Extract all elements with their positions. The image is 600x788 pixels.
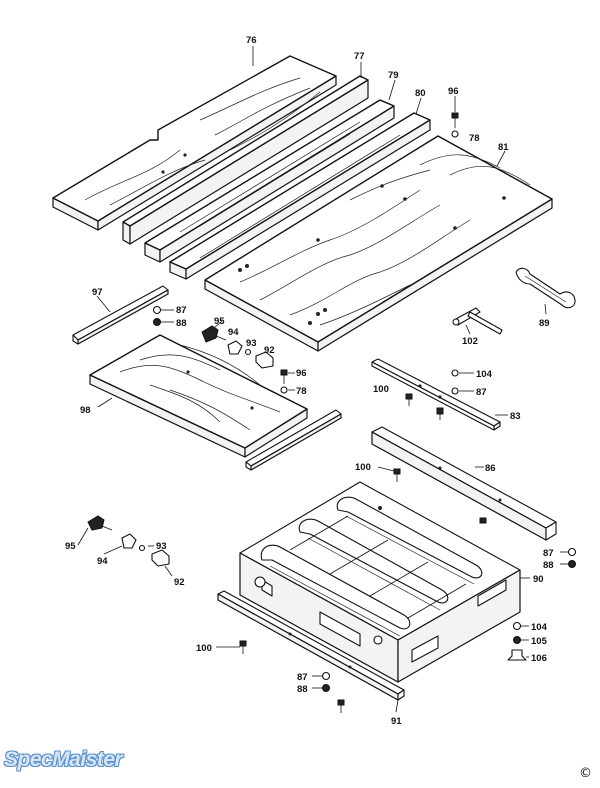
fence-rail-98b: [245, 409, 342, 471]
label-100-a: 100: [373, 384, 389, 395]
label-105: 105: [531, 636, 548, 647]
t-key-102: [452, 307, 503, 335]
label-86: 86: [485, 463, 496, 474]
rail-80: [169, 112, 431, 280]
label-96-top: 96: [448, 86, 459, 97]
label-77: 77: [354, 51, 365, 62]
label-97: 97: [92, 287, 103, 298]
label-96-mid: 96: [296, 368, 307, 379]
label-80: 80: [415, 88, 426, 99]
leader-lines: [77, 46, 568, 713]
copyright-symbol: ©: [579, 766, 592, 781]
label-79: 79: [388, 70, 399, 81]
label-95-b: 95: [65, 541, 76, 552]
fence-rail-97: [72, 285, 169, 345]
label-87-a: 87: [176, 305, 187, 316]
rail-83: [371, 358, 501, 431]
label-89: 89: [539, 318, 550, 329]
hardware-top-cluster: [152, 112, 459, 394]
label-93-b: 93: [156, 541, 167, 552]
label-81: 81: [498, 142, 509, 153]
label-94-b: 94: [97, 556, 108, 567]
rail-77: [122, 75, 369, 245]
label-94-a: 94: [228, 327, 239, 338]
label-87-d: 87: [297, 672, 308, 683]
stand-base-90: [239, 481, 521, 683]
label-87-b: 87: [476, 387, 487, 398]
label-88-d: 88: [297, 684, 308, 695]
label-104-bottom: 104: [531, 622, 548, 633]
label-98: 98: [80, 405, 91, 416]
watermark-logo: SpecMaister: [4, 748, 123, 771]
board-76: [52, 55, 337, 231]
label-78-top: 78: [469, 133, 480, 144]
part-labels: 76 77 79 80 96 78 81 97 87 88 95 94 93 9…: [65, 35, 554, 727]
label-106: 106: [531, 653, 547, 664]
wrench-89: [515, 267, 576, 309]
label-87-c: 87: [543, 548, 554, 559]
label-88-c: 88: [543, 560, 554, 571]
label-93-a: 93: [246, 338, 257, 349]
label-104-top: 104: [476, 369, 493, 380]
hardware-bottom-cluster: [87, 515, 577, 713]
rail-86: [371, 426, 557, 541]
label-91: 91: [391, 716, 402, 727]
label-78-mid: 78: [296, 386, 307, 397]
label-90: 90: [533, 574, 544, 585]
label-100-b: 100: [355, 462, 371, 473]
label-88-a: 88: [176, 318, 187, 329]
label-83: 83: [510, 411, 521, 422]
label-92-b: 92: [174, 577, 185, 588]
label-76: 76: [246, 35, 257, 46]
label-95-a: 95: [214, 316, 225, 327]
extension-board-98: [89, 334, 308, 458]
label-100-c: 100: [196, 643, 212, 654]
table-top-81: [204, 135, 553, 352]
label-102: 102: [462, 336, 478, 347]
rail-79: [144, 99, 395, 263]
label-92-a: 92: [264, 345, 275, 356]
